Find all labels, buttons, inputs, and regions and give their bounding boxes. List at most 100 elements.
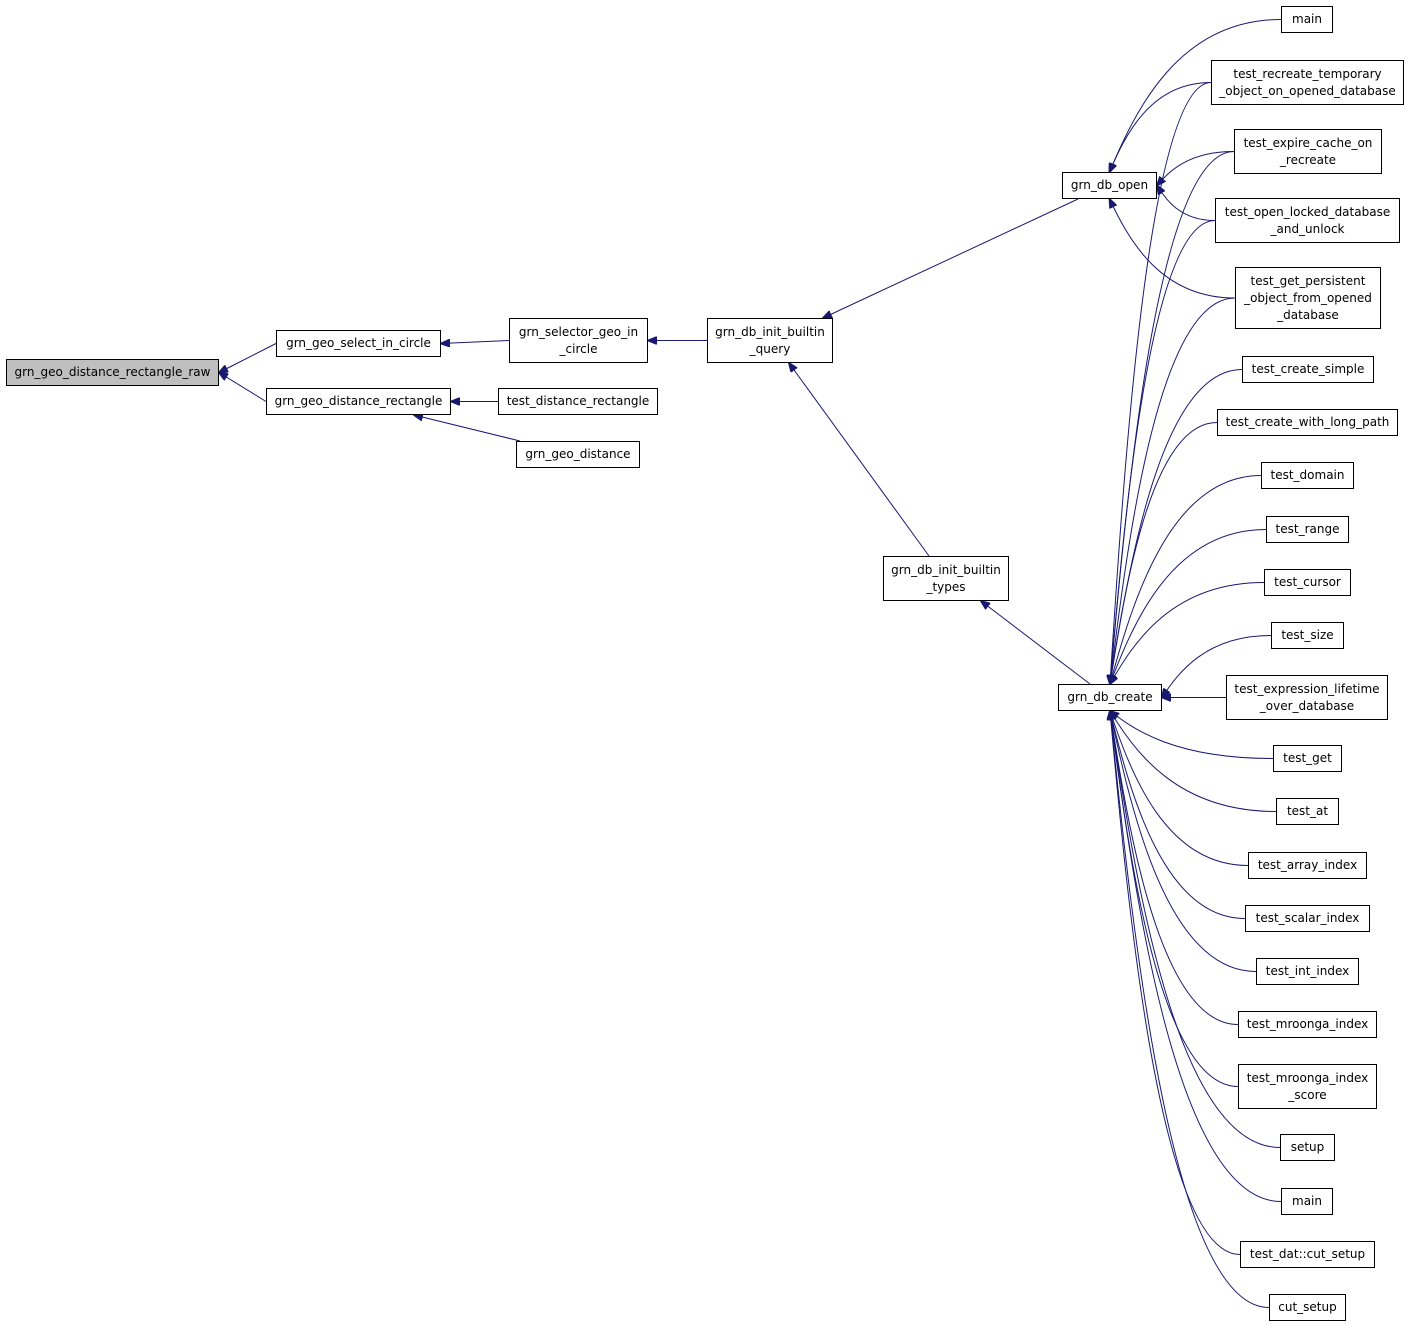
node-label: test_get_persistent_object_from_opened_d… bbox=[1244, 273, 1372, 324]
node-grn-geo-distance-rectangle-raw: grn_geo_distance_rectangle_raw bbox=[6, 359, 219, 386]
node-label: test_mroonga_index bbox=[1247, 1016, 1369, 1033]
node-label-line: setup bbox=[1290, 1140, 1325, 1154]
edge-n11-to-n9 bbox=[1110, 82, 1212, 685]
node-main[interactable]: main bbox=[1281, 6, 1333, 33]
edge-n18-to-n9 bbox=[1110, 529, 1267, 685]
node-label-line: _types bbox=[926, 579, 966, 594]
node-label: test_mroonga_index_score bbox=[1247, 1070, 1369, 1104]
node-main-2[interactable]: main bbox=[1281, 1188, 1333, 1215]
node-test-domain[interactable]: test_domain bbox=[1261, 462, 1354, 489]
node-grn-db-open[interactable]: grn_db_open bbox=[1062, 172, 1157, 199]
node-label: test_range bbox=[1276, 521, 1340, 538]
node-test-size[interactable]: test_size bbox=[1271, 622, 1344, 649]
node-label-line: test_distance_rectangle bbox=[506, 394, 650, 408]
node-test-get[interactable]: test_get bbox=[1273, 745, 1342, 772]
edge-n2-to-n0 bbox=[219, 373, 267, 402]
node-test-expire-cache-on-recreate[interactable]: test_expire_cache_on _recreate bbox=[1234, 129, 1382, 174]
node-test-get-persistent-object-from-opened-database[interactable]: test_get_persistent_object_from_opened_d… bbox=[1235, 267, 1381, 329]
node-label: test_distance_rectangle bbox=[507, 393, 650, 410]
node-label: test_expire_cache_on _recreate bbox=[1244, 135, 1373, 169]
edge-n19-to-n9 bbox=[1110, 582, 1265, 685]
edge-n30-to-n9 bbox=[1110, 711, 1282, 1202]
node-label-line: main bbox=[1292, 1194, 1322, 1208]
node-label: test_scalar_index bbox=[1256, 910, 1360, 927]
node-cut-setup[interactable]: cut_setup bbox=[1269, 1294, 1346, 1321]
node-label-line: test_cursor bbox=[1274, 575, 1341, 589]
node-setup[interactable]: setup bbox=[1280, 1134, 1335, 1161]
node-label: grn_geo_distance_rectangle_raw bbox=[15, 364, 211, 381]
node-label: grn_geo_distance bbox=[525, 446, 630, 463]
node-test-create-simple[interactable]: test_create_simple bbox=[1242, 356, 1374, 383]
node-label: test_size bbox=[1281, 627, 1333, 644]
node-label: grn_db_create bbox=[1067, 689, 1152, 706]
edge-n1-to-n0 bbox=[219, 343, 277, 373]
node-test-int-index[interactable]: test_int_index bbox=[1256, 958, 1359, 985]
node-label: grn_geo_distance_rectangle bbox=[275, 393, 443, 410]
node-label-line: _object_on_opened_database bbox=[1219, 83, 1396, 98]
node-grn-db-create[interactable]: grn_db_create bbox=[1058, 684, 1162, 711]
node-label: grn_db_init_builtin_query bbox=[715, 324, 825, 358]
edge-n10-to-n7 bbox=[1110, 19, 1282, 173]
node-label-line: grn_db_init_builtin bbox=[715, 324, 825, 339]
node-test-create-with-long-path[interactable]: test_create_with_long_path bbox=[1217, 409, 1398, 436]
node-label: cut_setup bbox=[1278, 1299, 1336, 1316]
node-label-line: test_expression_lifetime bbox=[1234, 681, 1380, 696]
node-label-line: test_expire_cache_on bbox=[1243, 135, 1373, 150]
node-test-mroonga-index-score[interactable]: test_mroonga_index_score bbox=[1238, 1064, 1377, 1109]
edge-n8-to-n6 bbox=[789, 363, 930, 557]
node-label: test_create_simple bbox=[1252, 361, 1365, 378]
edge-n25-to-n9 bbox=[1110, 711, 1246, 919]
node-label-line: grn_db_init_builtin bbox=[891, 562, 1001, 577]
node-label-line: _recreate bbox=[1279, 152, 1337, 167]
node-label: test_open_locked_database_and_unlock bbox=[1225, 204, 1390, 238]
node-test-mroonga-index[interactable]: test_mroonga_index bbox=[1238, 1011, 1377, 1038]
node-label-line: test_size bbox=[1281, 628, 1334, 642]
node-label: grn_geo_select_in_circle bbox=[286, 335, 431, 352]
node-grn-geo-distance[interactable]: grn_geo_distance bbox=[516, 441, 640, 468]
edge-n23-to-n9 bbox=[1110, 711, 1277, 812]
node-label: test_at bbox=[1287, 803, 1328, 820]
node-test-range[interactable]: test_range bbox=[1266, 516, 1349, 543]
edge-n9-to-n8 bbox=[981, 601, 1091, 685]
node-test-cursor[interactable]: test_cursor bbox=[1264, 569, 1351, 596]
node-label-line: _object_from_opened bbox=[1244, 290, 1372, 305]
node-test-open-locked-database-and-unlock[interactable]: test_open_locked_database_and_unlock bbox=[1215, 198, 1400, 243]
node-label: setup bbox=[1291, 1139, 1325, 1156]
node-label-line: test_dat::cut_setup bbox=[1249, 1247, 1366, 1261]
node-label-line: grn_geo_select_in_circle bbox=[286, 336, 431, 350]
node-label-line: _and_unlock bbox=[1270, 221, 1345, 236]
node-test-distance-rectangle[interactable]: test_distance_rectangle bbox=[498, 388, 658, 415]
node-grn-geo-distance-rectangle[interactable]: grn_geo_distance_rectangle bbox=[266, 388, 451, 415]
edge-n7-to-n6 bbox=[823, 198, 1079, 318]
node-test-recreate-temporary-object-on-opened-database[interactable]: test_recreate_temporary_object_on_opened… bbox=[1211, 60, 1404, 105]
node-label-line: test_at bbox=[1286, 804, 1329, 818]
node-label-line: _database bbox=[1277, 307, 1339, 322]
node-label-line: cut_setup bbox=[1278, 1300, 1337, 1314]
node-test-dat-cut-setup[interactable]: test_dat::cut_setup bbox=[1240, 1241, 1375, 1268]
node-grn-geo-select-in-circle[interactable]: grn_geo_select_in_circle bbox=[276, 330, 441, 357]
node-label-line: test_scalar_index bbox=[1255, 911, 1360, 925]
edge-n12-to-n7 bbox=[1157, 151, 1235, 186]
node-label-line: test_mroonga_index bbox=[1246, 1070, 1369, 1085]
node-grn-db-init-builtin-query[interactable]: grn_db_init_builtin_query bbox=[707, 318, 833, 363]
node-label: test_array_index bbox=[1258, 857, 1357, 874]
node-label-line: grn_db_create bbox=[1067, 690, 1153, 704]
node-test-array-index[interactable]: test_array_index bbox=[1248, 852, 1367, 879]
node-label-line: test_create_with_long_path bbox=[1225, 415, 1390, 429]
node-label: test_expression_lifetime_over_database bbox=[1234, 681, 1379, 715]
edge-n27-to-n9 bbox=[1110, 711, 1239, 1025]
node-label-line: test_get bbox=[1283, 751, 1332, 765]
edge-n16-to-n9 bbox=[1110, 422, 1218, 685]
edge-n31-to-n9 bbox=[1110, 711, 1241, 1255]
node-test-at[interactable]: test_at bbox=[1276, 798, 1339, 825]
node-test-scalar-index[interactable]: test_scalar_index bbox=[1245, 905, 1370, 932]
node-label-line: grn_selector_geo_in bbox=[518, 324, 639, 339]
node-grn-selector-geo-in-circle[interactable]: grn_selector_geo_in_circle bbox=[509, 318, 648, 363]
node-test-expression-lifetime-over-database[interactable]: test_expression_lifetime_over_database bbox=[1226, 675, 1388, 720]
edge-n26-to-n9 bbox=[1110, 711, 1257, 972]
node-grn-db-init-builtin-types[interactable]: grn_db_init_builtin _types bbox=[883, 556, 1009, 601]
node-label: test_create_with_long_path bbox=[1226, 414, 1390, 431]
node-label: grn_db_init_builtin _types bbox=[891, 562, 1001, 596]
node-label: main bbox=[1292, 11, 1322, 28]
